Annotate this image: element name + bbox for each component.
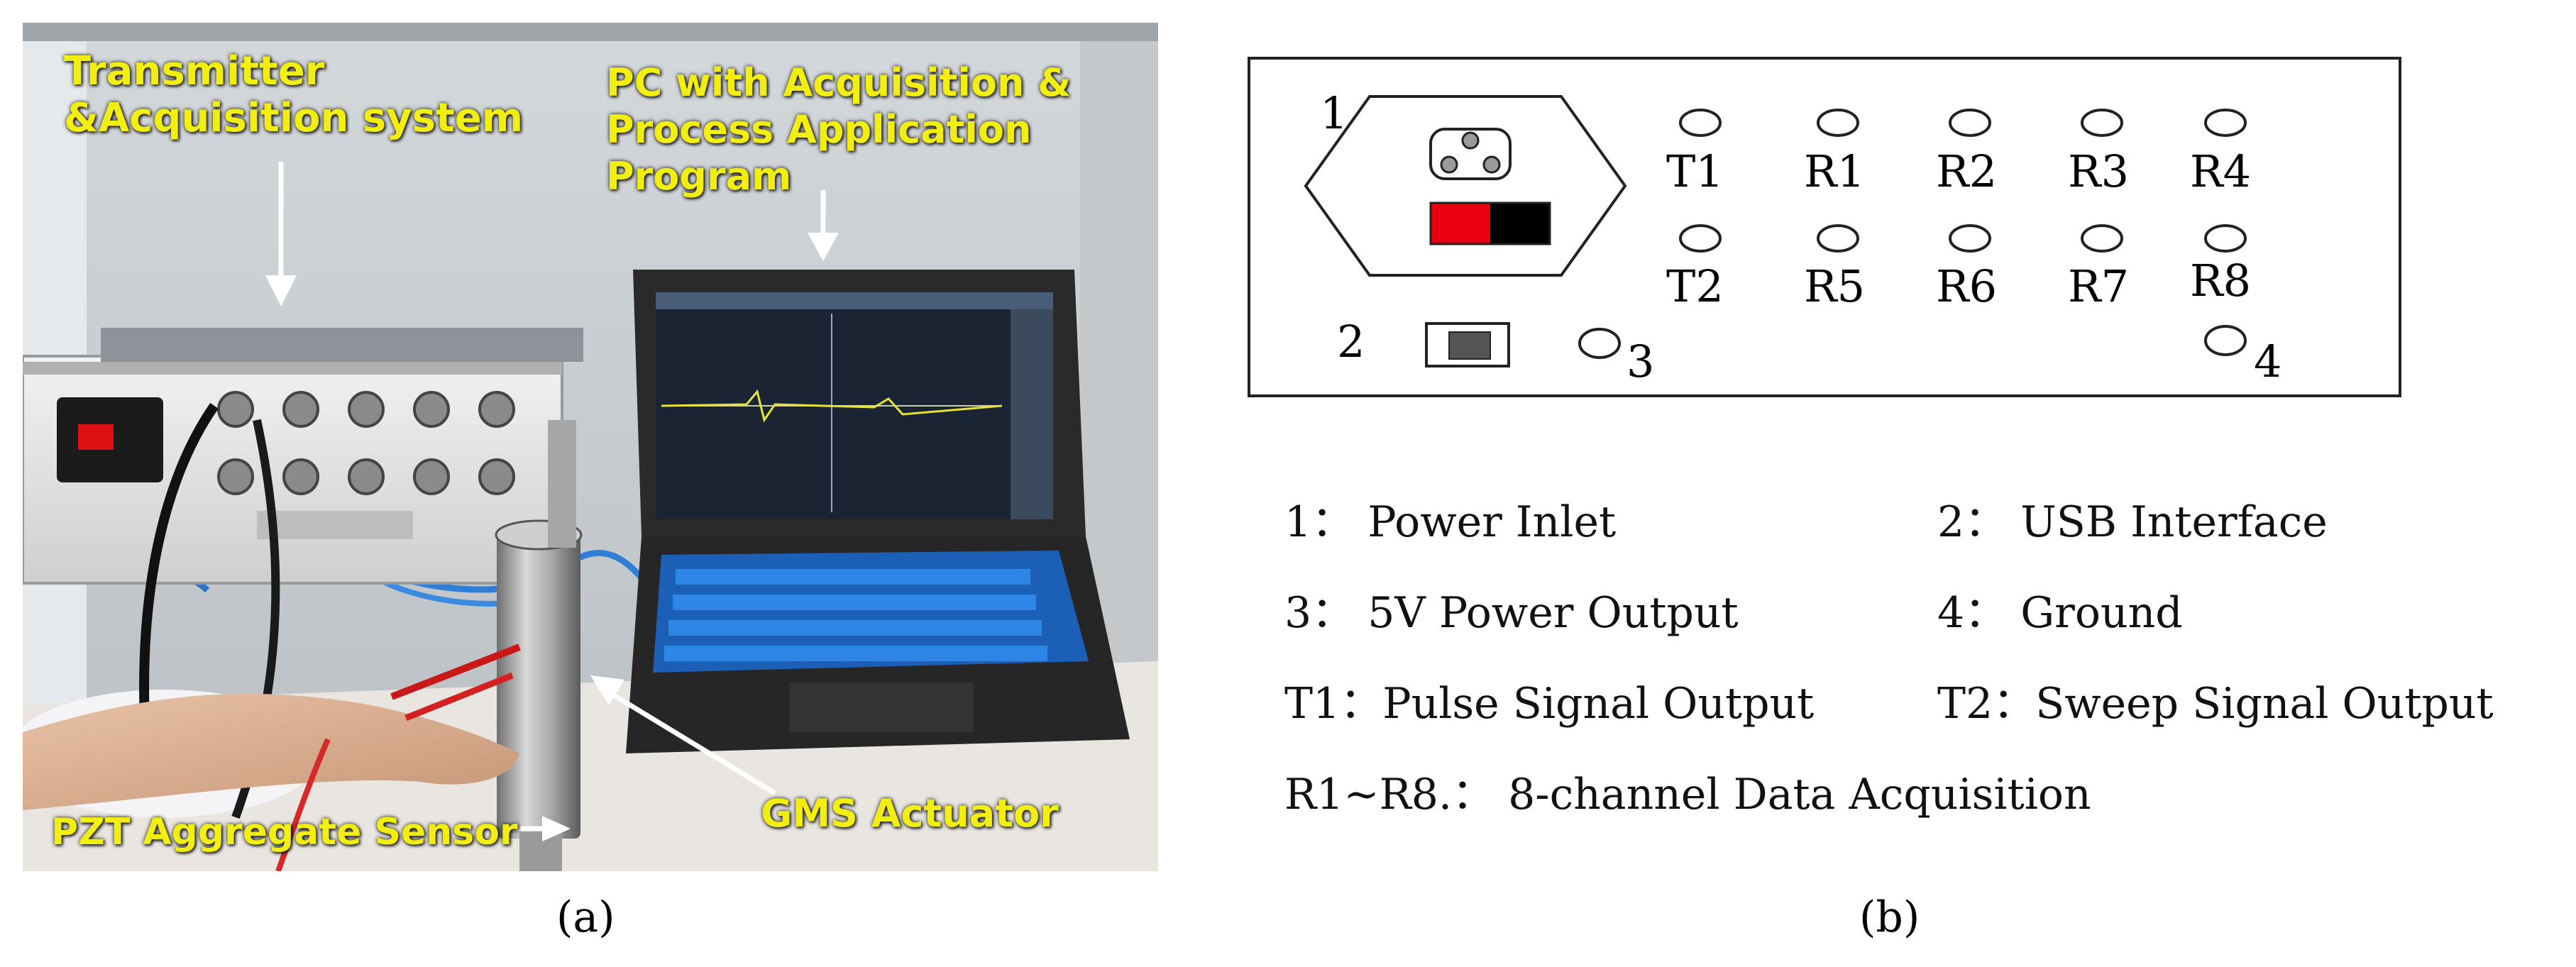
connector-r8: [2204, 224, 2247, 253]
label-r8: R8: [2190, 255, 2252, 306]
label-r7: R7: [2068, 260, 2130, 312]
legend-ground: 4： Ground: [1937, 588, 2183, 638]
power-output-port: [1578, 328, 1621, 359]
label-r5: R5: [1804, 260, 1866, 312]
front-panel-diagram: 1 2 3 4 T1 R1 R2 R3 R4 T2 R5 R6 R7 R8: [1243, 54, 2407, 400]
power-switch-black: [1490, 203, 1550, 244]
label-power-inlet-number: 1: [1320, 87, 1348, 139]
power-inlet-icon: [1304, 95, 1627, 277]
label-t2: T2: [1666, 260, 1724, 312]
connector-r3: [2081, 109, 2123, 137]
setup-photo: Transmitter &Acquisition system PC with …: [9, 23, 1158, 873]
pc-application-label: PC with Acquisition & Process Applicatio…: [606, 60, 1072, 199]
connector-t2: [1679, 224, 1722, 253]
label-t1: T1: [1666, 145, 1724, 197]
label-r2: R2: [1936, 145, 1998, 197]
label-r4: R4: [2190, 145, 2252, 197]
connector-r4: [2204, 109, 2247, 137]
ground-port: [2204, 325, 2247, 356]
connector-t1: [1679, 109, 1722, 137]
caption-b: (b): [1859, 893, 1920, 942]
gms-actuator-label: GMS Actuator: [761, 791, 1059, 836]
legend-power-output: 3： 5V Power Output: [1284, 588, 1739, 638]
transmitter-acquisition-label: Transmitter &Acquisition system: [64, 48, 524, 141]
connector-r2: [1949, 109, 1991, 137]
connector-r7: [2081, 224, 2123, 253]
connector-r5: [1817, 224, 1859, 253]
legend-power-inlet: 1： Power Inlet: [1284, 497, 1617, 547]
connector-r1: [1817, 109, 1859, 137]
legend-data-acquisition: R1~R8.： 8-channel Data Acquisition: [1284, 770, 2091, 819]
label-ground-number: 4: [2254, 336, 2282, 387]
legend-sweep-signal: T2：Sweep Signal Output: [1937, 679, 2494, 729]
panel-legend: 1： Power Inlet 2： USB Interface 3： 5V Po…: [1284, 497, 2562, 866]
label-r1: R1: [1804, 145, 1866, 197]
legend-usb-interface: 2： USB Interface: [1937, 497, 2328, 547]
connector-r6: [1949, 224, 1991, 253]
label-r3: R3: [2068, 145, 2130, 197]
power-switch-red: [1431, 203, 1490, 244]
label-power-output-number: 3: [1626, 336, 1655, 387]
label-r6: R6: [1936, 260, 1998, 312]
setup-photo-illustration: [9, 23, 1158, 873]
caption-a: (a): [556, 893, 615, 942]
legend-pulse-signal: T1：Pulse Signal Output: [1284, 679, 1815, 729]
label-usb-number: 2: [1337, 316, 1365, 368]
front-panel-outline: [1248, 57, 2401, 397]
pzt-sensor-label: PZT Aggregate Sensor: [51, 811, 518, 853]
